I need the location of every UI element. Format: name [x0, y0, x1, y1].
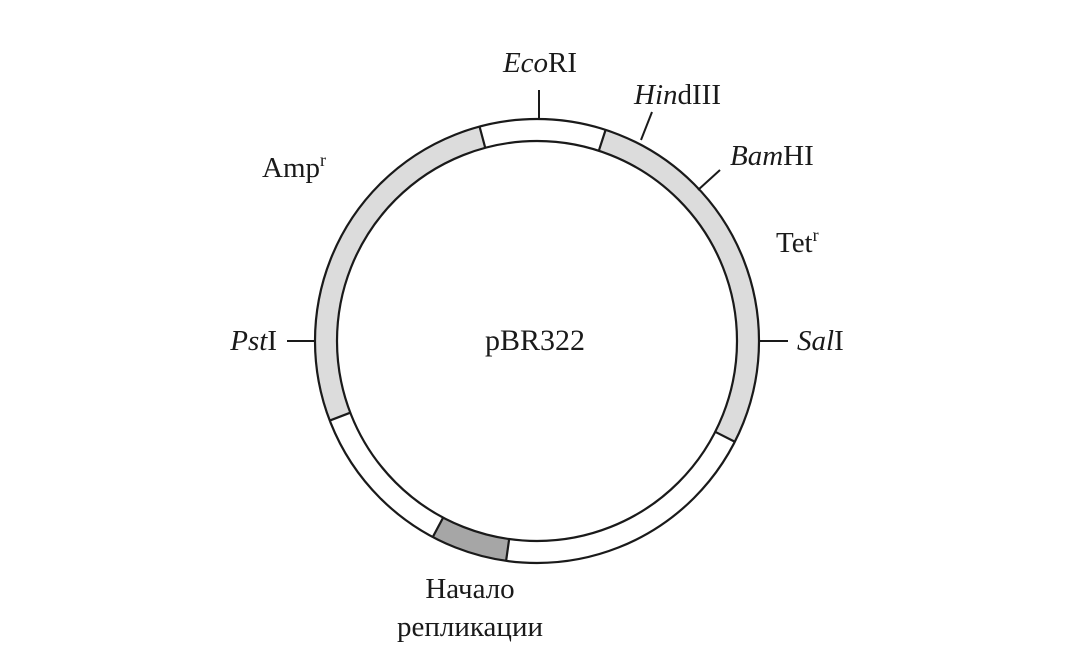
segment-tet-to-origin: [506, 431, 735, 564]
segment-divider: [478, 126, 487, 149]
segment-divider: [431, 517, 445, 538]
ecori-label-italic: Eco: [502, 47, 548, 79]
amp-label-base: Amp: [262, 152, 320, 184]
segment-divider: [597, 129, 607, 152]
amp-label-sup: r: [320, 150, 326, 170]
ring-segments: [314, 119, 759, 564]
sali-label-italic: Sal: [797, 325, 834, 357]
sali-label: SalI: [797, 325, 844, 357]
segment-amp-resistance: [314, 126, 486, 421]
amp-resistance-label: Ampr: [262, 150, 326, 184]
sali-label-roman: I: [834, 325, 844, 357]
tet-resistance-label: Tetr: [776, 225, 819, 259]
segment-divider: [329, 411, 351, 422]
ring-inner-outline: [335, 139, 739, 543]
segment-ecori-hindiii: [479, 119, 606, 151]
tet-label-sup: r: [813, 225, 819, 245]
hindiii-label-roman: dIII: [678, 79, 721, 111]
psti-label-italic: Pst: [229, 325, 268, 357]
hindiii-label: HindIII: [633, 79, 721, 111]
segment-origin-of-replication: [432, 517, 510, 561]
origin-label-line1: Начало: [425, 573, 514, 605]
hindiii-label-italic: Hin: [633, 79, 678, 111]
ecori-label-roman: RI: [548, 47, 577, 79]
plasmid-name: pBR322: [485, 324, 585, 357]
bamhi-label-italic: Bam: [730, 140, 783, 172]
tet-label-base: Tet: [776, 227, 813, 259]
psti-label-roman: I: [267, 325, 277, 357]
segment-dividers: [329, 126, 736, 561]
origin-label-line2: репликации: [397, 611, 543, 643]
bamhi-label: BamHI: [730, 140, 814, 172]
segment-divider: [714, 430, 736, 443]
bamhi-label-roman: HI: [783, 140, 814, 172]
hindiii-tick: [640, 111, 653, 141]
ecori-label: EcoRI: [502, 47, 577, 79]
segment-origin-to-amp: [329, 412, 444, 538]
segment-divider: [505, 538, 511, 561]
segment-tet-resistance: [598, 129, 759, 442]
bamhi-tick: [697, 169, 721, 191]
psti-label: PstI: [229, 325, 277, 357]
